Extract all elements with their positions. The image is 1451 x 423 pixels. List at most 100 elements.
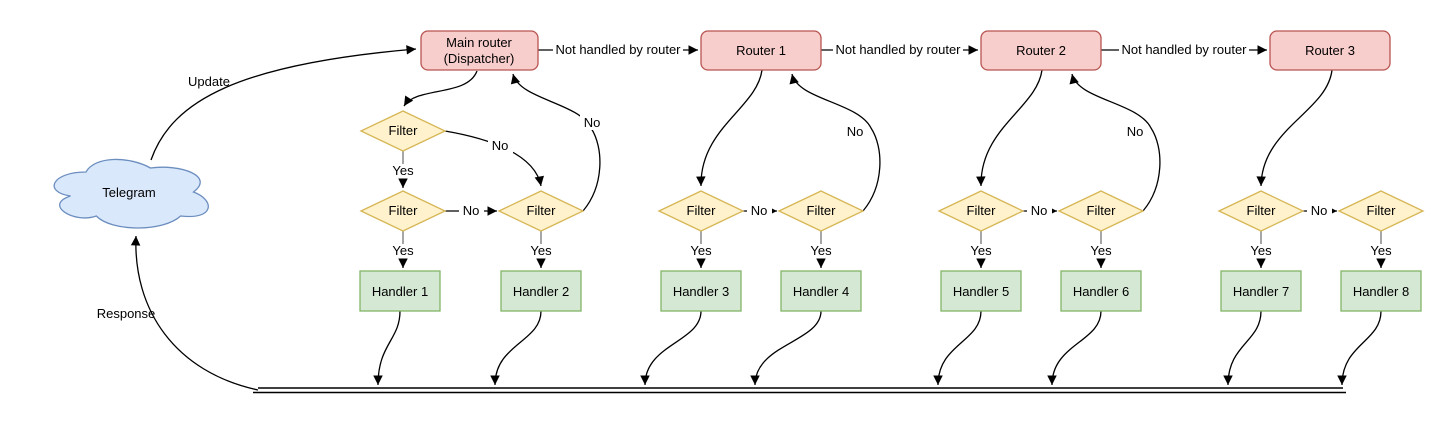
router3-filter-right: Filter <box>1337 190 1425 232</box>
handler-7-node: Handler 7 <box>1220 270 1302 312</box>
handler4-bus-arrow <box>750 310 822 386</box>
main-router-box <box>420 30 539 71</box>
handler8-bus-arrow <box>1337 310 1382 386</box>
handler-8-node: Handler 8 <box>1340 270 1422 312</box>
handler-label: Handler 1 <box>372 284 428 299</box>
yes-label: Yes <box>1090 243 1112 258</box>
filter-label: Filter <box>389 203 419 218</box>
edge-labels: Update Response Not handled by router No… <box>97 42 1392 321</box>
telegram-cloud-node: Telegram <box>53 158 209 229</box>
update-label: Update <box>188 74 230 89</box>
label-background <box>833 42 963 58</box>
router-3-box <box>1269 30 1391 71</box>
handler-box <box>359 270 441 312</box>
nodes: Telegram Main router (Dispatcher) Router… <box>53 30 1425 312</box>
handler2-bus-arrow <box>490 310 542 386</box>
router3-filter-left: Filter <box>1217 190 1305 232</box>
label-background <box>1307 203 1332 218</box>
main-router-label-line1: Main router <box>446 35 512 50</box>
router-3-label: Router 3 <box>1305 43 1355 58</box>
not-handled-label-1: Not handled by router <box>555 42 681 57</box>
router2-no-return-arrow <box>1069 73 1161 212</box>
handler-label: Handler 2 <box>513 284 569 299</box>
filter-diamond <box>359 110 447 152</box>
label-background <box>580 115 605 130</box>
main-filter-left: Filter <box>359 190 447 232</box>
handler-5-node: Handler 5 <box>940 270 1022 312</box>
edges <box>130 45 1386 394</box>
handler-box <box>780 270 862 312</box>
yes-label: Yes <box>1250 243 1272 258</box>
router1-entry-arrow <box>696 69 763 187</box>
telegram-label: Telegram <box>102 185 155 200</box>
handler-4-node: Handler 4 <box>780 270 862 312</box>
filter-diamond <box>1337 190 1425 232</box>
handler-label: Handler 8 <box>1353 284 1409 299</box>
router-1-box <box>700 30 822 71</box>
handler-1-node: Handler 1 <box>359 270 441 312</box>
filter-label: Filter <box>389 123 419 138</box>
filter-diamond <box>777 190 865 232</box>
handler-label: Handler 5 <box>953 284 1009 299</box>
yes-label: Yes <box>392 243 414 258</box>
router-3-node: Router 3 <box>1269 30 1391 71</box>
filter-diamond <box>1217 190 1305 232</box>
yes-label: Yes <box>690 243 712 258</box>
handler-6-node: Handler 6 <box>1060 270 1142 312</box>
handler-box <box>1220 270 1302 312</box>
router1-no-return-arrow <box>789 73 881 212</box>
label-background <box>459 203 484 218</box>
no-label: No <box>1127 124 1144 139</box>
main-router-label-line2: (Dispatcher) <box>444 51 515 66</box>
router2-filter-left: Filter <box>937 190 1025 232</box>
handler-box <box>1340 270 1422 312</box>
cloud-shape <box>53 158 209 229</box>
router1-filter-right: Filter <box>777 190 865 232</box>
filter-diamond <box>359 190 447 232</box>
handler-box <box>1060 270 1142 312</box>
main-filter-top: Filter <box>359 110 447 152</box>
filter-diamond <box>657 190 745 232</box>
filter-label: Filter <box>1367 203 1397 218</box>
handler-box <box>500 270 582 312</box>
router-1-label: Router 1 <box>736 43 786 58</box>
yes-label: Yes <box>392 163 414 178</box>
yes-label: Yes <box>530 243 552 258</box>
label-background <box>488 138 513 153</box>
filter-diamond <box>1057 190 1145 232</box>
filter-label: Filter <box>967 203 997 218</box>
router2-filter-right: Filter <box>1057 190 1145 232</box>
handler-3-node: Handler 3 <box>660 270 742 312</box>
filter-label: Filter <box>1087 203 1117 218</box>
main-no-return-arrow <box>510 73 601 212</box>
filter-label: Filter <box>687 203 717 218</box>
handler6-bus-arrow <box>1047 310 1102 386</box>
not-handled-label-2: Not handled by router <box>835 42 961 57</box>
handler-label: Handler 4 <box>793 284 849 299</box>
label-background <box>843 124 868 139</box>
update-arrow <box>150 45 417 161</box>
no-label: No <box>463 203 480 218</box>
filter-diamond <box>937 190 1025 232</box>
no-label: No <box>1031 203 1048 218</box>
no-label: No <box>584 115 601 130</box>
label-background <box>1123 124 1148 139</box>
handler-label: Handler 3 <box>673 284 729 299</box>
router2-entry-arrow <box>976 69 1043 187</box>
yes-label: Yes <box>1370 243 1392 258</box>
handler-label: Handler 7 <box>1233 284 1289 299</box>
main-filter-right: Filter <box>497 190 585 232</box>
router-2-label: Router 2 <box>1016 43 1066 58</box>
label-background <box>1027 203 1052 218</box>
router-1-node: Router 1 <box>700 30 822 71</box>
response-label: Response <box>97 306 156 321</box>
handler7-bus-arrow <box>1223 310 1262 386</box>
no-label: No <box>492 138 509 153</box>
no-label: No <box>751 203 768 218</box>
main-router-entry-arrow <box>403 70 478 107</box>
filter-label: Filter <box>1247 203 1277 218</box>
label-background <box>747 203 772 218</box>
router-2-node: Router 2 <box>980 30 1102 71</box>
